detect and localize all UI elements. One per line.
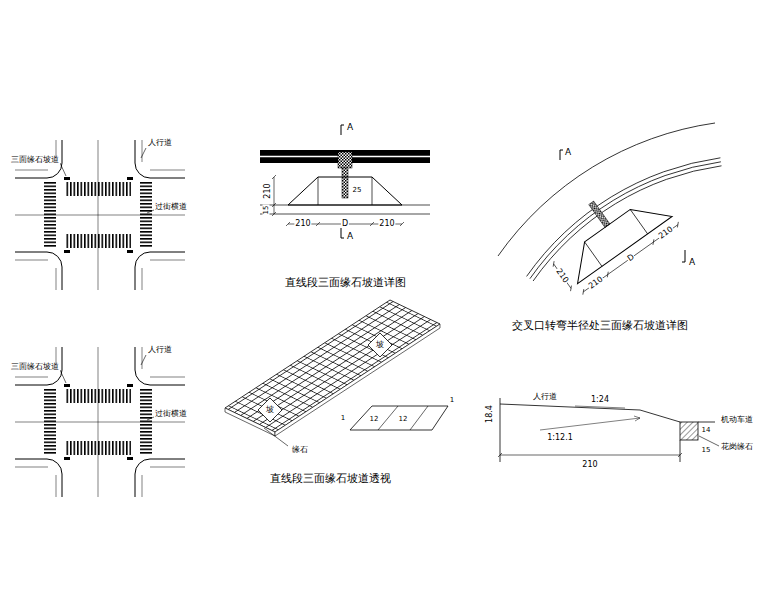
dimension-line	[498, 436, 719, 457]
plan-label: 人行道	[147, 139, 173, 147]
curb-line	[135, 140, 185, 178]
sidewalk-edge	[498, 123, 715, 256]
section-mark: A	[346, 123, 354, 132]
plan-label: 三面缘石坡道	[10, 363, 60, 371]
tactile-strip	[589, 201, 610, 227]
part-label: 花岗缘石	[720, 443, 754, 451]
section-bracket	[560, 150, 685, 262]
dimension-line	[551, 189, 681, 299]
marker-diamond	[368, 333, 392, 357]
section-mark: A	[346, 232, 354, 241]
detail-caption: 交叉口转弯半径处三面缘石坡道详图	[511, 320, 689, 331]
dimension-label: 25	[352, 187, 363, 194]
marker-diamond	[258, 398, 282, 422]
dimension-line	[272, 175, 404, 226]
section-mark: A	[564, 148, 572, 157]
plan-label: 过街横道	[154, 410, 188, 418]
dimension-label: D	[625, 252, 636, 263]
ramp-outline	[288, 177, 402, 205]
tactile-tile	[338, 152, 352, 168]
marker-text: 坡	[266, 406, 274, 414]
dimension-label: 1	[340, 415, 346, 422]
section-line	[500, 398, 715, 462]
crosswalk	[66, 234, 131, 248]
dimension-label: 18.4	[486, 404, 494, 424]
ramp-line	[585, 209, 648, 266]
part-label: 人行道	[532, 393, 558, 401]
curb-line	[135, 252, 185, 290]
plan-label: 过街横道	[154, 203, 188, 211]
leader-line	[60, 148, 154, 213]
corner-ramp-detail	[498, 123, 722, 299]
ramp-mark	[127, 177, 133, 180]
dimension-label: 210	[656, 225, 675, 242]
curb-piece-line	[378, 406, 428, 430]
marker-text: 坡	[376, 341, 384, 349]
slope-label: 1:12.1	[546, 434, 574, 442]
dimension-label: 15	[701, 447, 712, 454]
curb-line	[527, 158, 721, 277]
curb-stone	[680, 422, 698, 440]
dimension-label: 210	[378, 220, 395, 228]
ramp-mark	[64, 177, 70, 180]
detail-caption: 直线段三面缘石坡道详图	[284, 277, 407, 288]
detail-caption: 直线段三面缘石坡道透视	[269, 473, 392, 484]
part-label: 机动车道	[720, 416, 754, 424]
dimension-label: 210	[294, 220, 311, 228]
curb-line	[530, 162, 721, 279]
dimension-label: 210	[554, 267, 571, 286]
curb-line	[15, 252, 62, 290]
dimension-label: 210	[264, 182, 272, 199]
part-label: 缘石	[291, 446, 309, 454]
ramp-line	[260, 177, 430, 214]
curb-piece	[350, 406, 448, 430]
straight-ramp-detail	[260, 125, 430, 238]
ramp-marker: 坡	[257, 397, 283, 423]
dimension-label: 15	[263, 204, 270, 215]
crosswalk	[66, 182, 131, 196]
dimension-label: 210	[581, 461, 598, 469]
plan-label: 三面缘石坡道	[10, 156, 60, 164]
leader-line	[264, 428, 288, 446]
section-mark: A	[688, 258, 696, 267]
crosswalk	[44, 182, 56, 248]
dimension-label: D	[341, 220, 349, 228]
slope-arrow	[540, 406, 640, 430]
ramp-mark	[64, 250, 70, 253]
dimension-label: 210	[586, 275, 605, 292]
crosswalk	[140, 182, 152, 248]
ramp-outline	[560, 192, 672, 284]
curb-line	[533, 166, 721, 281]
slope-label: 1:24	[590, 396, 610, 404]
ramp-marker: 坡	[367, 332, 393, 358]
dimension-label: 12	[369, 416, 380, 423]
plan-label: 人行道	[147, 346, 173, 354]
ramp-perspective	[225, 300, 448, 446]
ramp-mark	[127, 250, 133, 253]
tactile-strip	[342, 168, 348, 198]
ramp-section	[498, 398, 719, 462]
dimension-label: 1	[449, 397, 455, 404]
dimension-label: 12	[398, 416, 409, 423]
dimension-label: 14	[701, 427, 712, 434]
